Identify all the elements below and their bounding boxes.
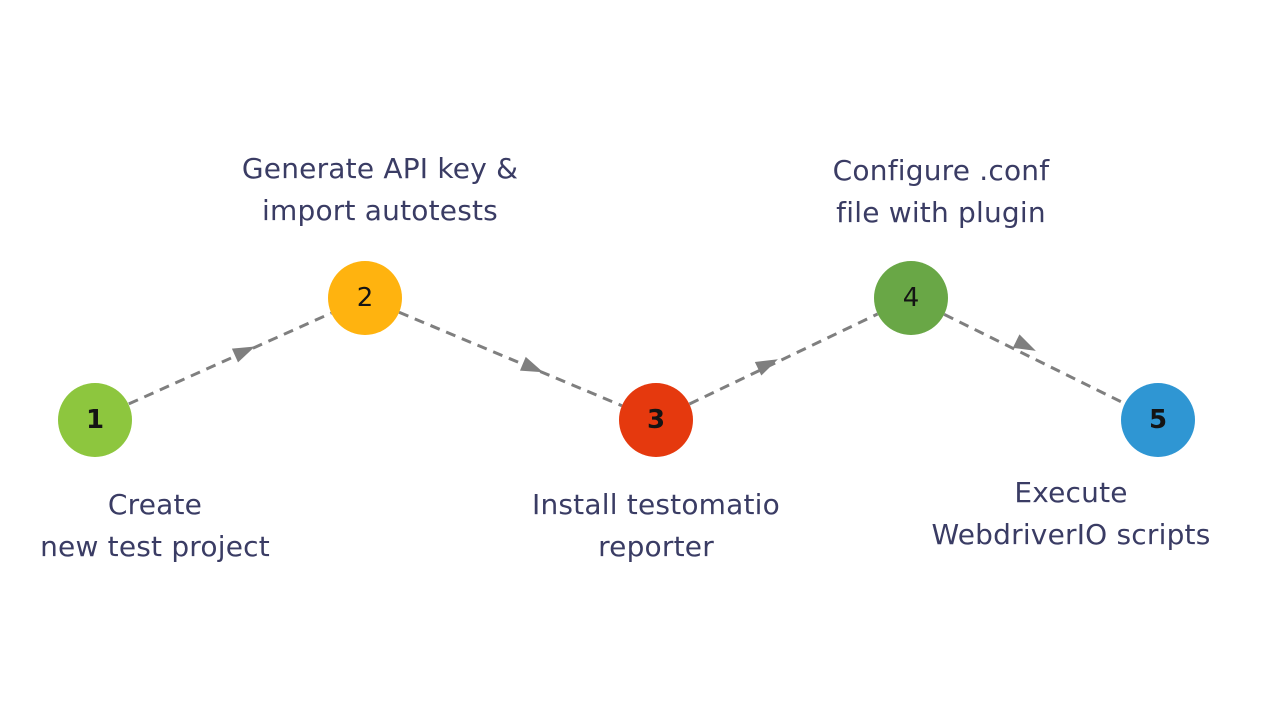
arrowhead-1-2-icon xyxy=(231,346,256,363)
step-2-label: Generate API key & import autotests xyxy=(220,148,540,232)
step-3-label-line-2: reporter xyxy=(598,530,714,563)
step-5-label-line-2: WebdriverIO scripts xyxy=(931,518,1211,551)
step-2-label-line-1: Generate API key & xyxy=(241,152,519,185)
step-1-circle: 1 xyxy=(58,383,132,457)
step-5-label-line-1: Execute xyxy=(1014,476,1128,509)
step-1-label-line-2: new test project xyxy=(40,530,270,563)
arrowhead-2-3-icon xyxy=(519,356,544,373)
step-4-label: Configure .conf file with plugin xyxy=(791,150,1091,234)
step-4-label-line-2: file with plugin xyxy=(836,196,1046,229)
step-5-circle: 5 xyxy=(1121,383,1195,457)
connector-1-2 xyxy=(128,311,332,406)
step-2-circle: 2 xyxy=(328,261,402,335)
connector-2-3 xyxy=(398,310,623,408)
step-3-number: 3 xyxy=(646,405,666,435)
step-5-number: 5 xyxy=(1148,405,1168,435)
step-3-label: Install testomatio reporter xyxy=(516,484,796,568)
connector-3-4 xyxy=(688,312,879,406)
arrowhead-4-5-icon xyxy=(1012,334,1036,351)
connector-4-5 xyxy=(943,313,1126,405)
step-3-label-line-1: Install testomatio xyxy=(531,488,780,521)
step-2-number: 2 xyxy=(356,283,374,313)
step-1-label-line-1: Create xyxy=(107,488,203,521)
step-4-label-line-1: Configure .conf xyxy=(832,154,1050,187)
step-4-circle: 4 xyxy=(874,261,948,335)
step-5-label: Execute WebdriverIO scripts xyxy=(911,472,1231,556)
step-3-circle: 3 xyxy=(619,383,693,457)
arrowhead-3-4-icon xyxy=(754,359,778,376)
step-2-label-line-2: import autotests xyxy=(262,194,498,227)
step-4-number: 4 xyxy=(902,283,920,313)
step-1-label: Create new test project xyxy=(15,484,295,568)
step-1-number: 1 xyxy=(85,405,105,435)
